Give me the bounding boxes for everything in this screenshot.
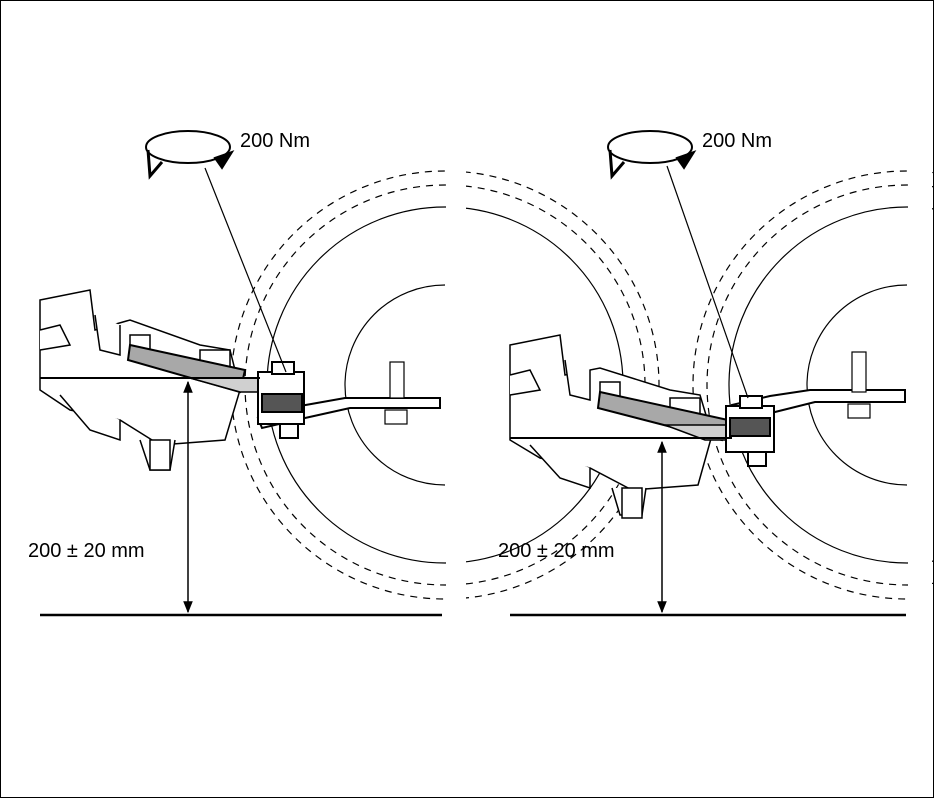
panel-right <box>509 130 934 620</box>
clamp-right <box>725 395 775 467</box>
rotation-arrow-icon <box>145 130 235 180</box>
wheel-right <box>692 170 934 600</box>
height-label-right: 200 ± 20 mm <box>498 540 615 562</box>
torque-label-right: 200 Nm <box>702 130 772 152</box>
height-label-left: 200 ± 20 mm <box>28 540 145 562</box>
rotation-arrow-icon <box>607 130 697 180</box>
clamp-left <box>257 361 305 439</box>
axle-beam-right <box>730 351 906 422</box>
torque-label-left: 200 Nm <box>240 130 310 152</box>
panel-left <box>39 130 660 620</box>
